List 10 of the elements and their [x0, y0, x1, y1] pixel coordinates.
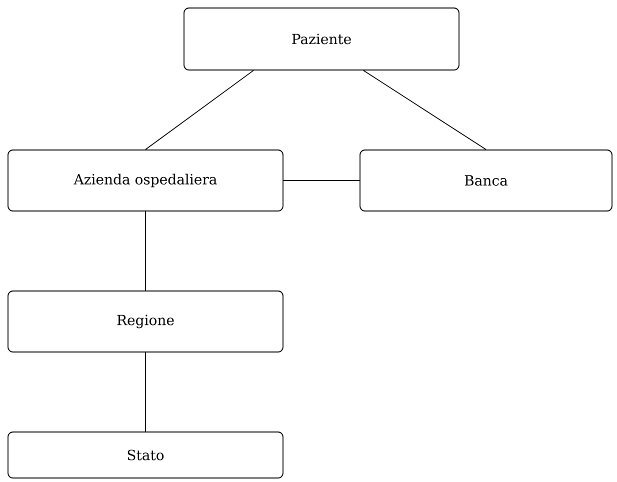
- entity-box: Regione: [8, 290, 284, 352]
- connector-line: [283, 180, 360, 181]
- entity-box: Stato: [8, 432, 284, 478]
- connector-line: [363, 70, 486, 150]
- entity-box: Banca: [360, 150, 612, 212]
- entity-box: Paziente: [184, 8, 460, 70]
- connector-line: [145, 70, 254, 150]
- entity-box: Azienda ospedaliera: [8, 150, 284, 212]
- connector-line: [145, 211, 146, 291]
- connector-line: [145, 352, 146, 432]
